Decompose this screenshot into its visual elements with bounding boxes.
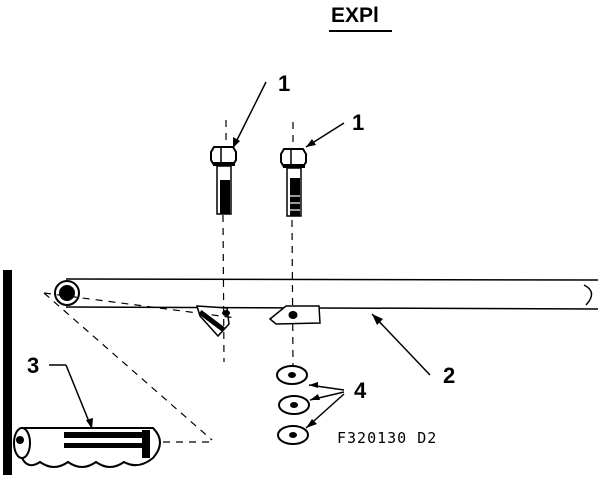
rod-open-end [583,284,593,306]
handle-grip [13,427,161,468]
rod [54,278,599,310]
callout-grip: 3 [27,353,39,378]
diagram-title: EXPl [331,4,379,27]
alignment-axes [43,120,294,443]
bolt-right [280,148,307,217]
leader-lines [49,81,431,430]
callout-bolt-left: 1 [278,71,290,96]
frame-post [3,270,12,475]
bolt-left [210,146,237,215]
washers [276,365,310,445]
callout-rod: 2 [443,363,455,388]
mounting-plate [268,305,321,325]
part-number: F320130 D2 [337,429,437,447]
arrowheads [86,137,383,429]
callout-washers: 4 [354,378,367,403]
bracket-tab-left [195,305,230,338]
callout-bolt-right: 1 [352,110,364,135]
